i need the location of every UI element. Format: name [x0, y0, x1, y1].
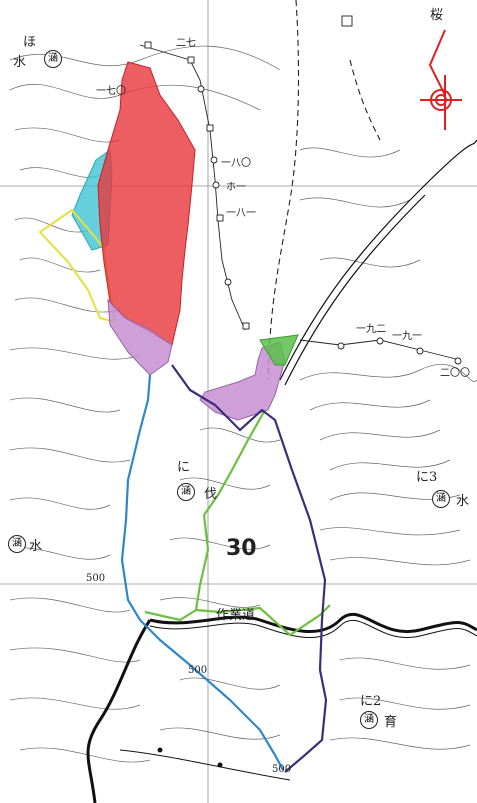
boundary-posts [139, 41, 462, 365]
elevation-8: 二七 [176, 38, 196, 49]
circle-han-top: 涵 [44, 50, 62, 68]
label-ni3: に3 [416, 470, 438, 485]
circle-han-bottom: 涵 [360, 711, 378, 729]
purple-area-left [107, 298, 173, 376]
elevation-5: 一九二 [356, 324, 386, 335]
label-mizu-right: 水 [456, 494, 470, 509]
circle-han-left: 涵 [8, 535, 26, 553]
circle-han-right: 涵 [432, 490, 450, 508]
compartment-number: 30 [226, 536, 257, 561]
navy-survey-line [171, 364, 328, 773]
label-mizu-left: 水 [29, 539, 43, 554]
work-road-label: 作業道 [216, 608, 256, 623]
contour-500-left: 500 [86, 573, 106, 584]
contour-lines [9, 45, 477, 763]
green-area [259, 334, 299, 366]
elevation-3: 一八一 [226, 208, 256, 219]
label-ni: に [177, 460, 191, 475]
contour-500-bottom: 500 [272, 764, 292, 775]
label-ho: ほ [23, 35, 37, 50]
circle-han-center: 涵 [177, 483, 195, 501]
label-ni2: に2 [360, 694, 382, 709]
elevation-2: 一八〇 [221, 158, 251, 169]
dashed-trails [267, 0, 381, 381]
elevation-6: 二〇〇 [440, 368, 470, 379]
elevation-7: ホ一 [226, 182, 246, 193]
label-iku: 育 [384, 715, 398, 730]
forest-roads [86, 139, 477, 803]
elevation-1: 一七〇 [96, 86, 126, 97]
label-batsu: 伐 [204, 487, 218, 502]
elevation-4: 一九一 [392, 331, 422, 342]
square-marker [341, 15, 353, 27]
label-mizu-top-left: 水 [13, 55, 27, 70]
blue-survey-line [120, 374, 284, 771]
contour-500-path: 500 [188, 665, 208, 676]
label-sakura: 桜 [430, 8, 444, 23]
north-arrow-icon [420, 29, 462, 130]
